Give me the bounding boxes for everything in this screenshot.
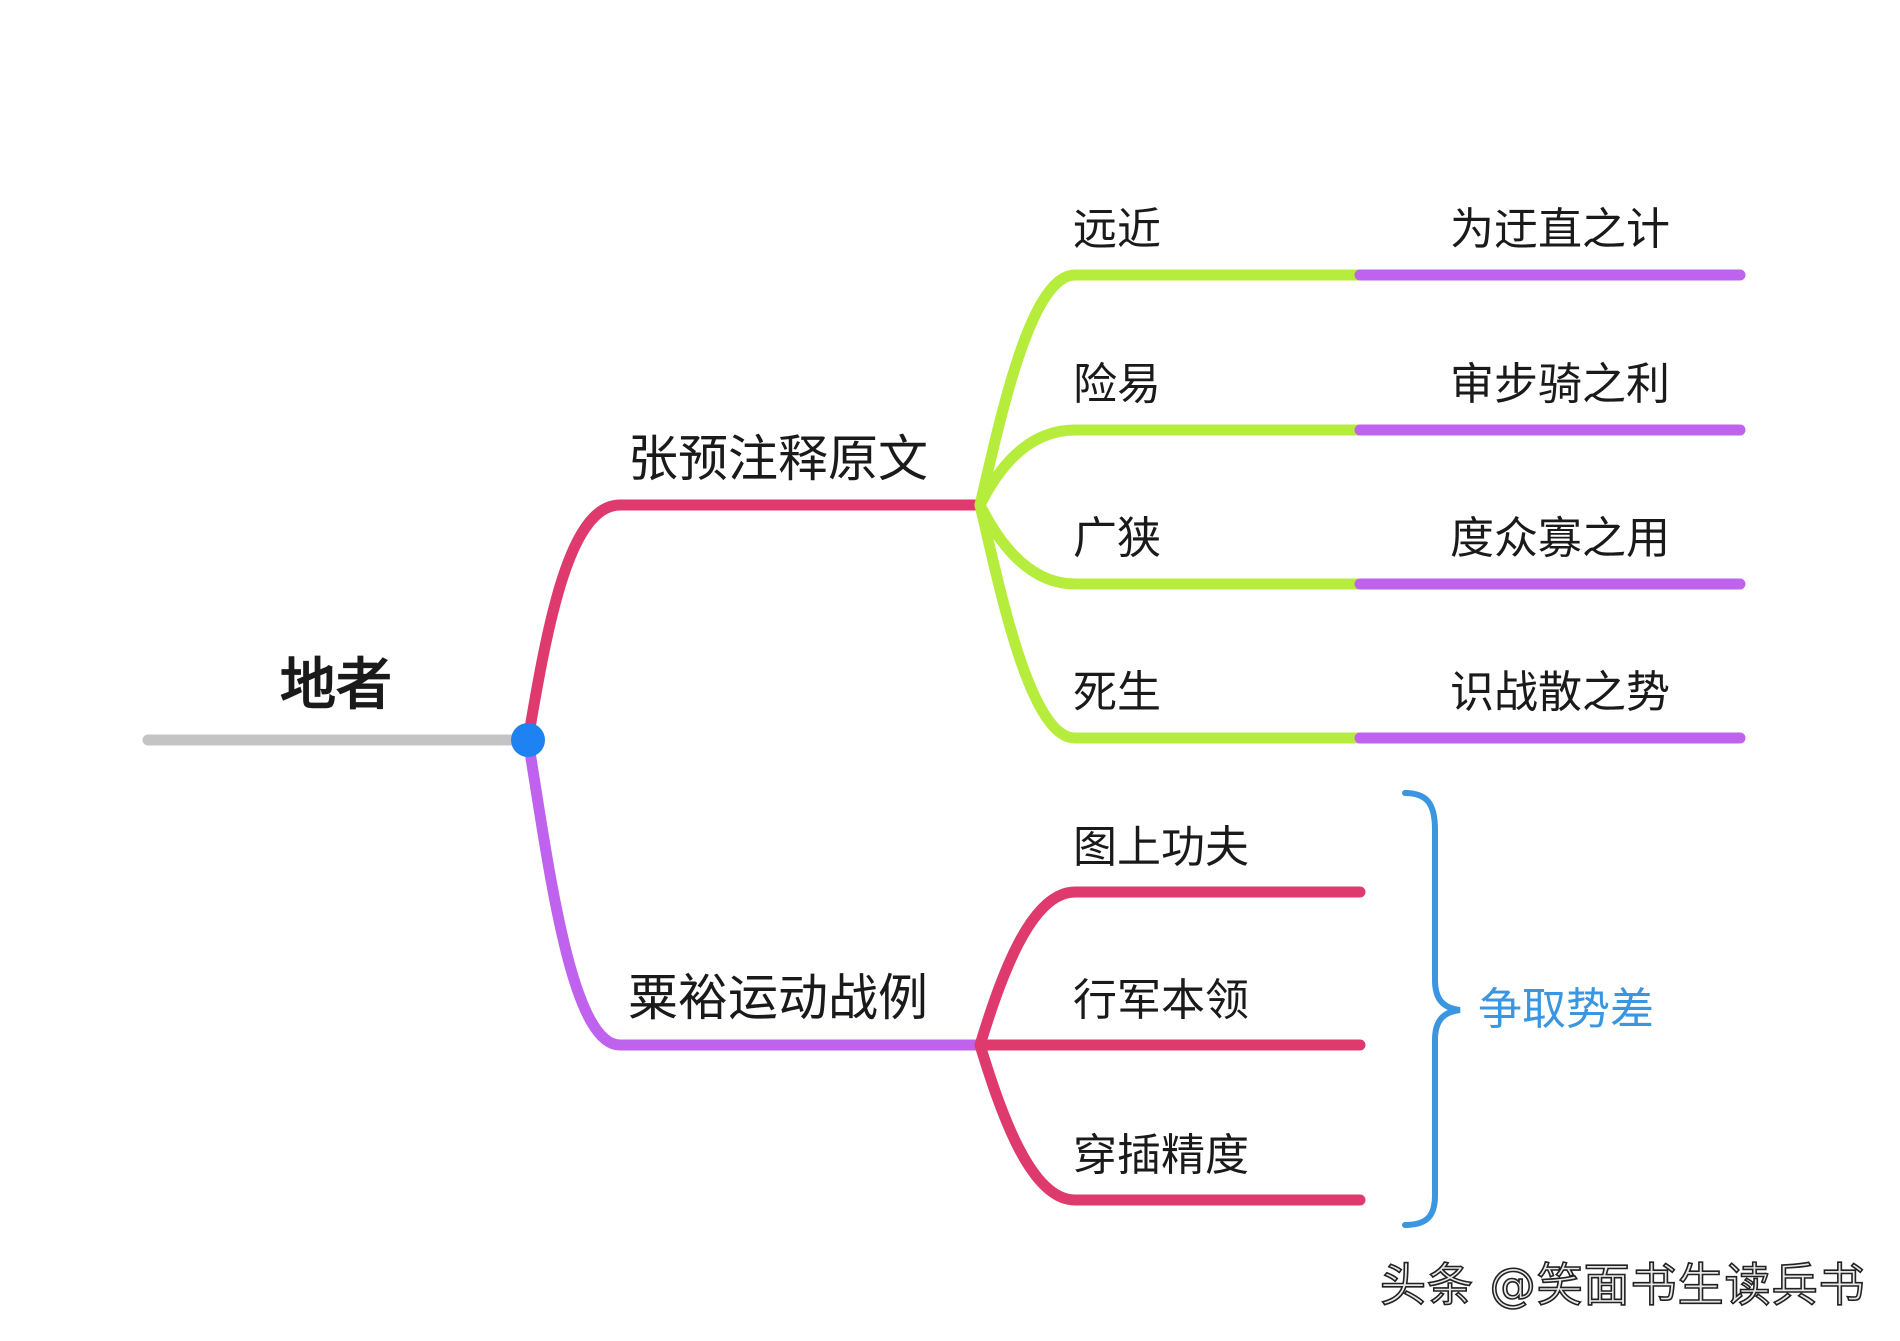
- result-topic-3[interactable]: 度众寡之用: [1450, 513, 1670, 564]
- brace-summary-label[interactable]: 争取势差: [1478, 984, 1654, 1035]
- subtopic-yuanjin[interactable]: 远近: [1073, 204, 1161, 255]
- subtopic-xianyi[interactable]: 险易: [1073, 359, 1161, 410]
- subtopic-map-skill[interactable]: 图上功夫: [1073, 822, 1249, 873]
- child-connector: [974, 424, 1366, 511]
- curly-brace: [1402, 790, 1461, 1228]
- branch-2-children: [974, 886, 1366, 1206]
- child-connector: [974, 1039, 1366, 1206]
- subtopic-guangxia[interactable]: 广狭: [1073, 513, 1161, 564]
- result-topic-2[interactable]: 审步骑之利: [1450, 359, 1670, 410]
- branch-connector-1: [522, 499, 986, 746]
- result-topic-1[interactable]: 为迂直之计: [1450, 204, 1670, 255]
- branch-1-children: [974, 269, 1366, 744]
- watermark: 头条 @笑面书生读兵书: [1379, 1258, 1866, 1312]
- branch-topic-1[interactable]: 张预注释原文: [628, 430, 928, 488]
- branch-topic-2[interactable]: 粟裕运动战例: [628, 969, 928, 1027]
- child-connector: [974, 269, 1366, 511]
- child-connector: [974, 499, 1366, 590]
- child-connector: [974, 499, 1366, 744]
- subtopic-sisheng[interactable]: 死生: [1073, 667, 1161, 718]
- subtopic-infiltration-precision[interactable]: 穿插精度: [1073, 1130, 1249, 1181]
- root-topic[interactable]: 地者: [280, 653, 392, 718]
- child-connector: [974, 886, 1366, 1051]
- subtopic-march-skill[interactable]: 行军本领: [1073, 975, 1249, 1026]
- result-topic-4[interactable]: 识战散之势: [1450, 667, 1670, 718]
- center-node-dot[interactable]: [511, 723, 545, 757]
- branch-connector-2: [522, 734, 986, 1051]
- branch-1-results: [1354, 269, 1746, 744]
